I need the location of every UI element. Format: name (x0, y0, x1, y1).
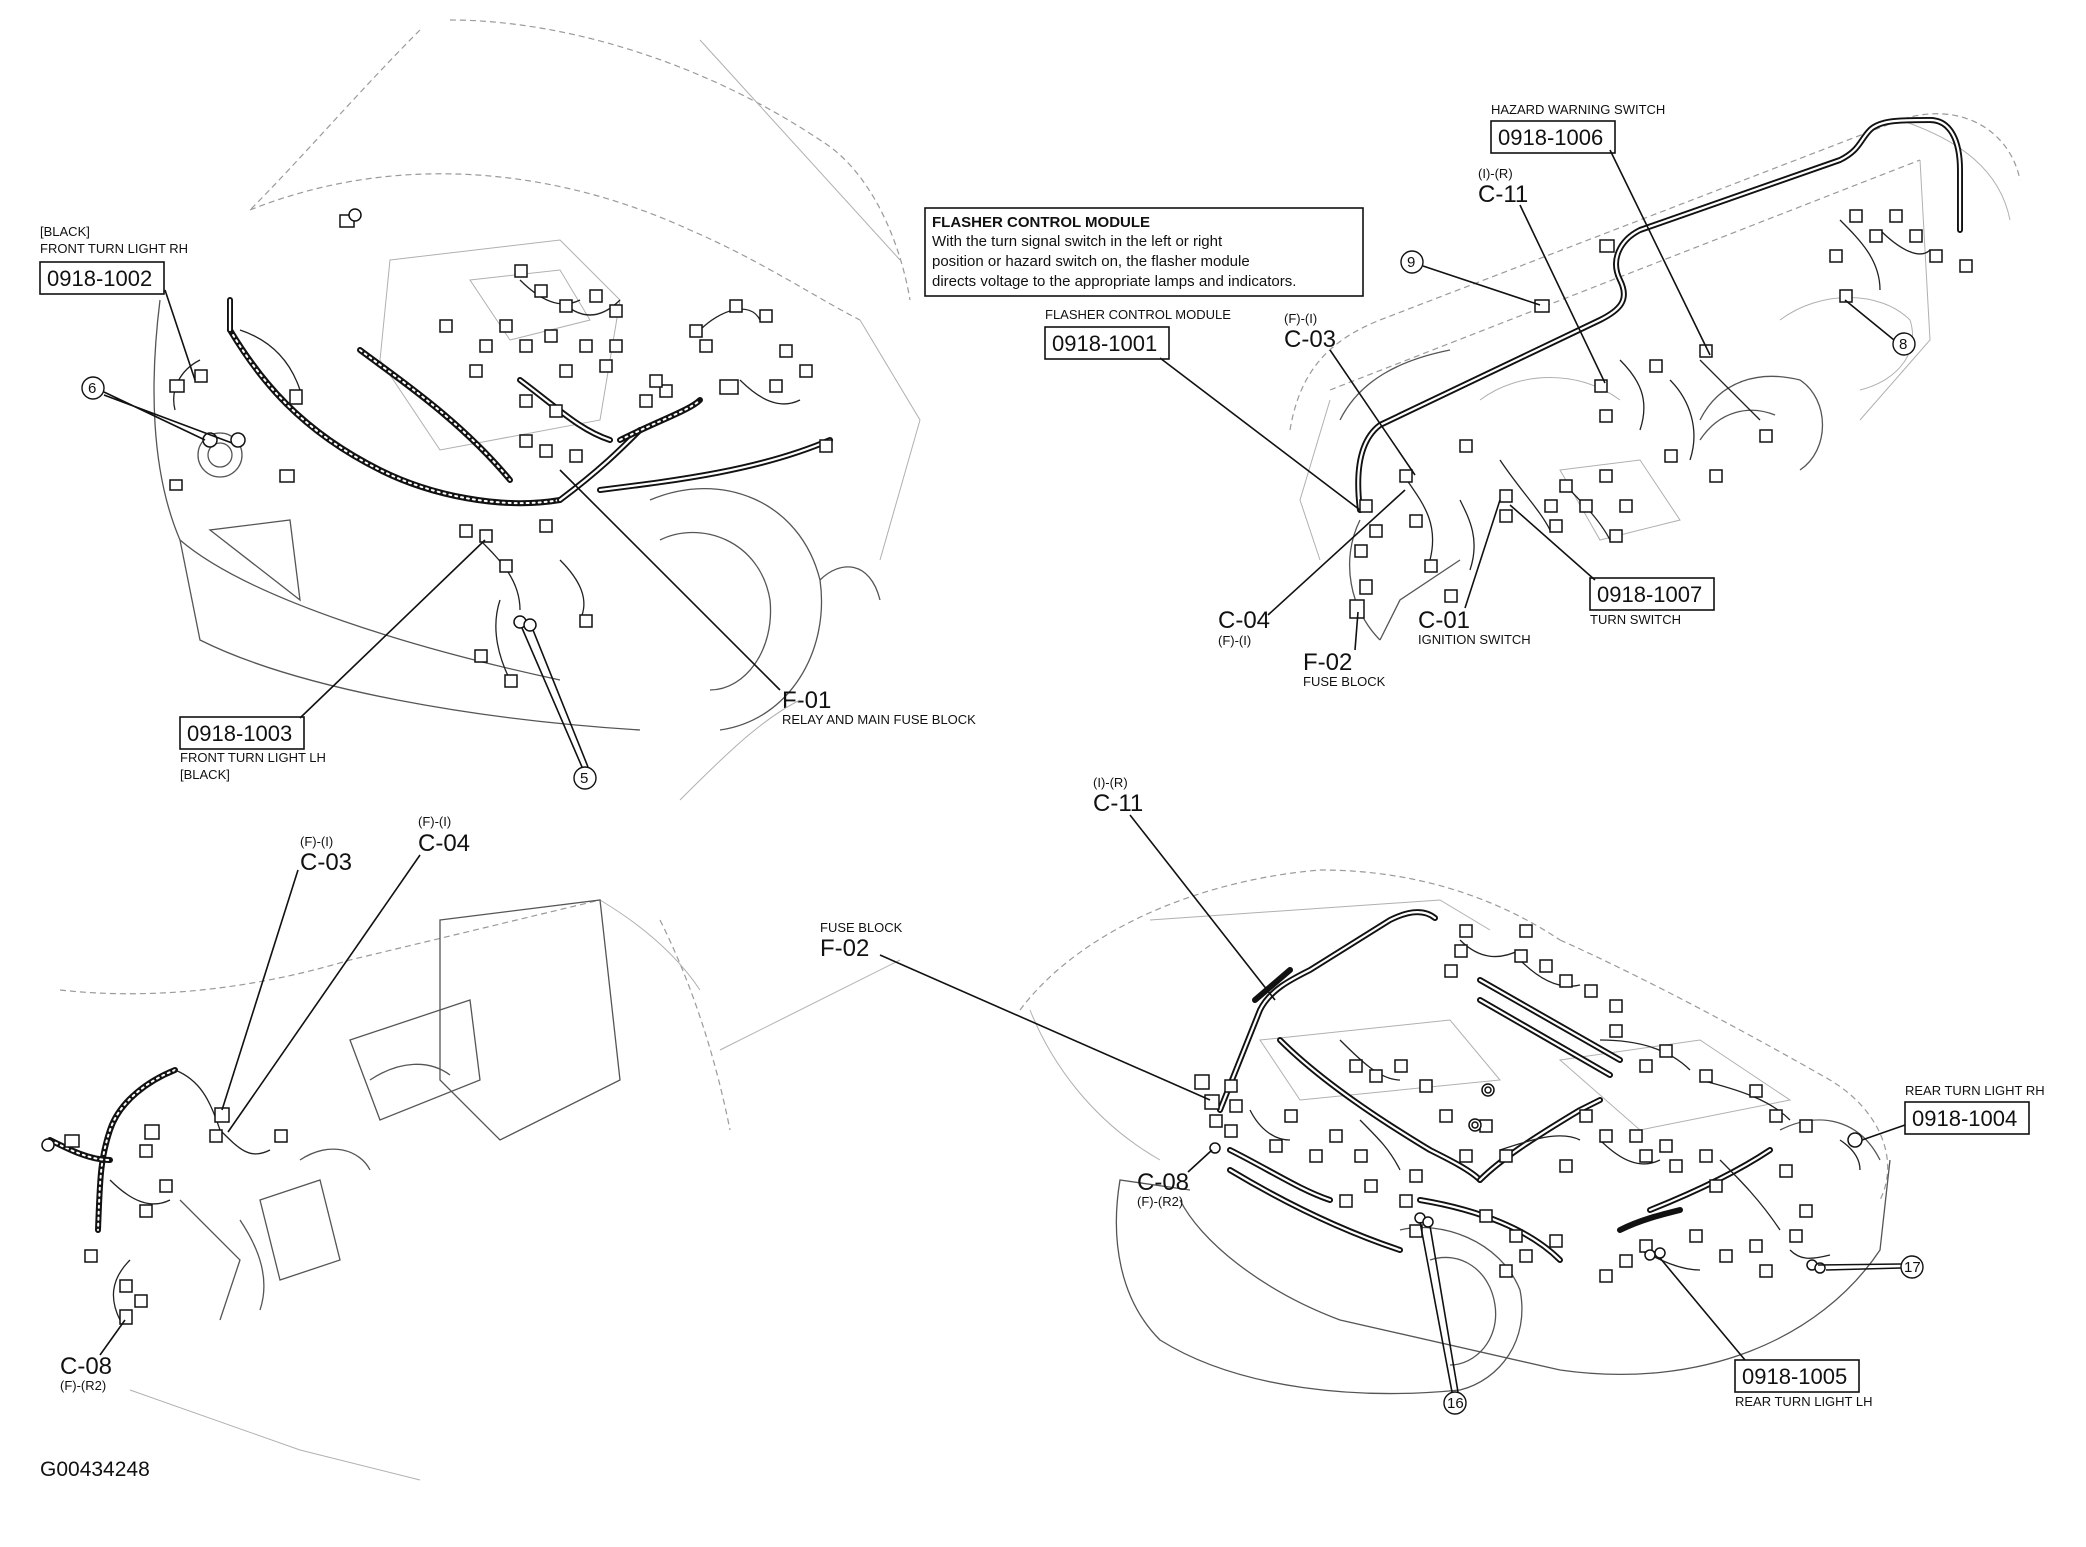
kick-c04-pins: (F)-(I) (418, 814, 451, 829)
ground-8-marker (1892, 332, 1916, 356)
dash-f02-label: FUSE BLOCK (1303, 674, 1386, 689)
vehicle-f02-leader (879, 954, 1211, 1101)
kick-c03-code: C-03 (300, 849, 352, 876)
vehicle-c11-code: C-11 (1093, 790, 1143, 817)
front-turn-lh-label: FRONT TURN LIGHT LH (180, 750, 326, 765)
dash-c03-pins: (F)-(I) (1284, 311, 1317, 326)
rear-turn-lh-ref: 0918-1005 (1742, 1364, 1847, 1389)
front-turn-lh-color-note: [BLACK] (180, 767, 230, 782)
figure-id: G00434248 (40, 1458, 150, 1481)
ground-9-number: 9 (1407, 254, 1415, 271)
rear-turn-lh-label: REAR TURN LIGHT LH (1735, 1394, 1873, 1409)
dash-c04-pins: (F)-(I) (1218, 633, 1251, 648)
vehicle-c11-pins: (I)-(R) (1093, 775, 1128, 790)
ground-16-leaders (1419, 1221, 1459, 1393)
kick-c03-leader (221, 869, 299, 1111)
dash-c01-leader (1464, 499, 1501, 609)
kick-c04-leader (227, 854, 421, 1133)
turn-switch-leader (1509, 504, 1596, 581)
dash-f02-leader (1354, 611, 1359, 651)
dash-c01-label: IGNITION SWITCH (1418, 632, 1531, 647)
rear-turn-lh-leader (1659, 1257, 1746, 1361)
ground-5-marker (573, 766, 597, 790)
ground-17-number: 17 (1904, 1259, 1921, 1276)
ground-16-number: 16 (1447, 1395, 1464, 1412)
dash-c01-code: C-01 (1418, 607, 1470, 634)
dash-c11-code: C-11 (1478, 181, 1528, 208)
hazard-ref-box (1490, 120, 1616, 154)
callout-line-1: With the turn signal switch in the left … (932, 233, 1223, 250)
flasher-callout-box (924, 207, 1364, 297)
vehicle-c11-leader (1129, 814, 1276, 1001)
ground-8-number: 8 (1899, 336, 1907, 353)
kick-c08-code: C-08 (60, 1353, 112, 1380)
f01-code: F-01 (782, 687, 831, 714)
front-turn-rh-leader (164, 289, 196, 381)
rear-turn-lh-ref-box (1734, 1359, 1860, 1393)
ground-6-leaders (103, 391, 233, 444)
callout-title: FLASHER CONTROL MODULE (932, 214, 1150, 231)
rear-turn-rh-ref: 0918-1004 (1912, 1106, 2017, 1131)
dash-c11-pins: (I)-(R) (1478, 166, 1513, 181)
ground-5-leaders (521, 627, 589, 768)
dash-c04-code: C-04 (1218, 607, 1270, 634)
vehicle-c08-pins: (F)-(R2) (1137, 1194, 1183, 1209)
dash-c03-leader (1329, 349, 1416, 476)
vehicle-f02-code: F-02 (820, 935, 869, 962)
turn-switch-ref-box (1589, 577, 1715, 611)
f01-leader (559, 469, 781, 691)
dash-f02-code: F-02 (1303, 649, 1352, 676)
vehicle-f02-label: FUSE BLOCK (820, 920, 903, 935)
turn-switch-label: TURN SWITCH (1590, 612, 1681, 627)
dash-illustration (1289, 113, 2021, 641)
rear-turn-rh-ref-box (1904, 1101, 2030, 1135)
ground-6-marker (81, 376, 105, 400)
dash-c03-code: C-03 (1284, 326, 1336, 353)
engine-bay-illustration (153, 19, 921, 731)
callout-line-2: position or hazard switch on, the flashe… (932, 253, 1250, 270)
hazard-leader (1609, 149, 1711, 356)
ground-9-marker (1400, 250, 1424, 274)
ground-9-leader (1422, 265, 1541, 306)
ground-5-number: 5 (580, 770, 588, 787)
front-turn-lh-leader (299, 539, 486, 719)
vehicle-illustration (1019, 869, 1891, 1395)
front-turn-rh-ref: 0918-1002 (47, 266, 152, 291)
kick-panel-illustration (41, 699, 901, 1481)
hazard-label: HAZARD WARNING SWITCH (1491, 102, 1665, 117)
ground-16-marker (1443, 1391, 1467, 1415)
flasher-ref-box (1044, 326, 1170, 360)
rear-turn-rh-label: REAR TURN LIGHT RH (1905, 1083, 2045, 1098)
front-turn-lh-ref: 0918-1003 (187, 721, 292, 746)
kick-c03-pins: (F)-(I) (300, 834, 333, 849)
kick-c04-code: C-04 (418, 830, 470, 857)
ground-6-number: 6 (88, 380, 96, 397)
ground-17-leaders (1817, 1263, 1902, 1271)
vehicle-c08-leader (1187, 1149, 1213, 1173)
kick-c08-pins: (F)-(R2) (60, 1378, 106, 1393)
front-turn-lh-ref-box (179, 716, 305, 750)
rear-turn-rh-leader (1861, 1124, 1906, 1141)
flasher-ref: 0918-1001 (1052, 331, 1157, 356)
kick-c08-leader (99, 1319, 126, 1356)
vehicle-c08-code: C-08 (1137, 1169, 1189, 1196)
f01-label: RELAY AND MAIN FUSE BLOCK (782, 712, 976, 727)
front-turn-rh-ref-box (39, 261, 165, 295)
flasher-label: FLASHER CONTROL MODULE (1045, 307, 1231, 322)
flasher-leader (1159, 357, 1361, 511)
hazard-ref: 0918-1006 (1498, 125, 1603, 150)
ground-8-leader (1844, 299, 1895, 341)
front-turn-rh-label: FRONT TURN LIGHT RH (40, 241, 188, 256)
callout-line-3: directs voltage to the appropriate lamps… (932, 273, 1296, 290)
turn-switch-ref: 0918-1007 (1597, 582, 1702, 607)
dash-c04-leader (1267, 489, 1406, 616)
dash-c11-leader (1519, 204, 1606, 384)
ground-17-marker (1900, 1255, 1924, 1279)
front-turn-rh-color-note: [BLACK] (40, 224, 90, 239)
